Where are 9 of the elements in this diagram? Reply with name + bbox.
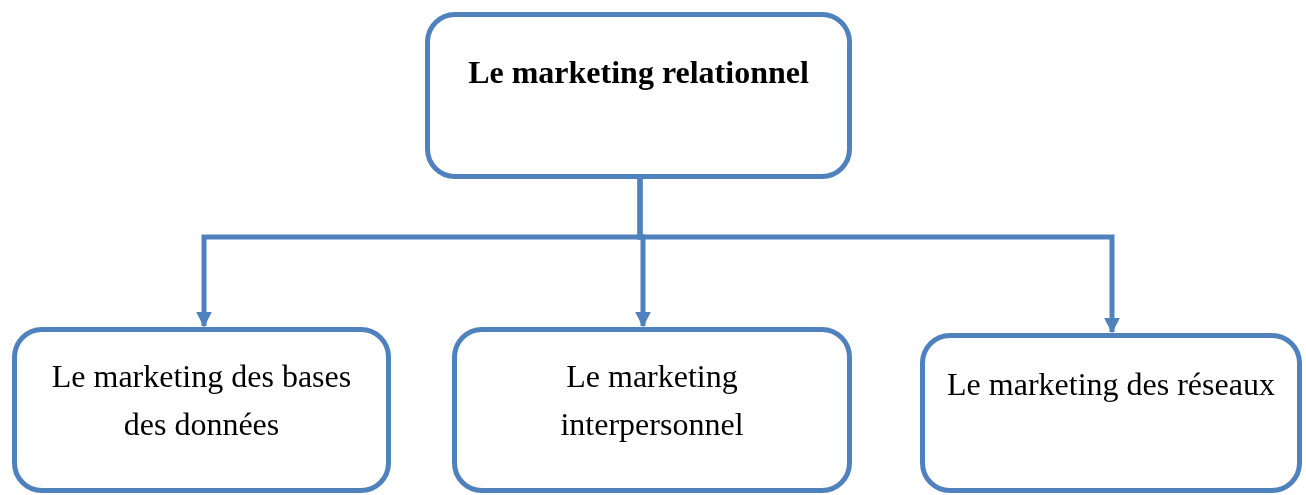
box-label: Le marketing des réseaux	[946, 365, 1276, 404]
box-label: Le marketing interpersonnel	[559, 357, 745, 444]
process-box	[452, 327, 852, 493]
box-label: Le marketing relationnel	[467, 53, 810, 92]
process-box	[920, 333, 1302, 493]
connector-arrow	[637, 179, 1120, 334]
process-box	[425, 12, 852, 179]
process-box	[12, 327, 391, 493]
box-label: Le marketing des bases des données	[50, 357, 353, 444]
